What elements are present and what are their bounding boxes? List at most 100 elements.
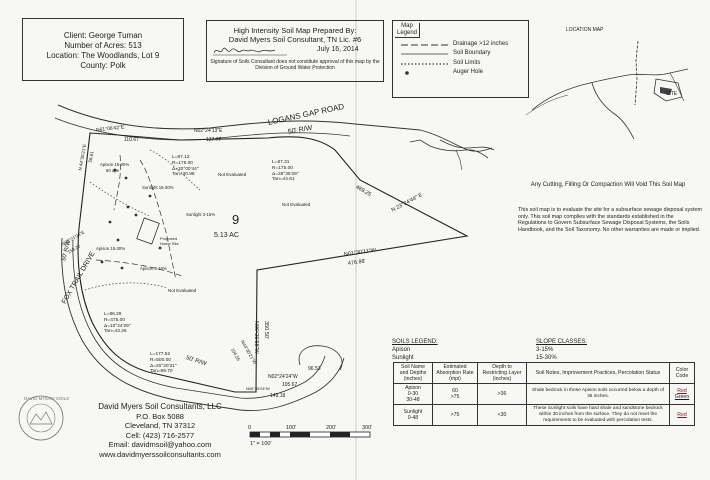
- bearing-21: N06°25'04"W: [246, 386, 270, 391]
- company-name: David Myers Soil Consultants, LLC: [98, 402, 222, 411]
- bearing-2: 110.67: [124, 137, 139, 143]
- soils-legend-apison: Apison: [392, 347, 411, 353]
- apison-note: Shale bedrock in these Apison soils occu…: [526, 383, 670, 405]
- slope-classes-heading: SLOPE CLASSES:: [536, 339, 588, 345]
- apison-depth-restrict: >36: [477, 383, 527, 405]
- soil-table: Soil Name and Depths (inches) Estimated …: [393, 362, 695, 426]
- bearing-10: 350.50': [263, 321, 269, 339]
- sunlight-color-1: Red: [677, 412, 687, 418]
- bearing-4: 137.77: [206, 137, 222, 143]
- county: County: Polk: [80, 61, 126, 70]
- header-depth: Depth to Restricting Layer (inches): [477, 362, 527, 384]
- sunlight-depth-1: 0-48: [407, 415, 419, 421]
- sample-sunlight-1: Sunlight 15-30%: [142, 185, 174, 190]
- curve-data-3: L=86.29 R=475.00 Δ=10°24'29" Tan=43.26: [104, 312, 131, 335]
- company-website[interactable]: www.davidmyerssoilconsultants.com: [99, 449, 221, 459]
- header-soil-name: Soil Name and Depths (inches): [393, 362, 433, 384]
- seal-text: DAVID MYERS SOILS: [24, 396, 70, 401]
- bearing-9: N06°25'58"W: [253, 321, 259, 354]
- location-map-title: LOCATION MAP: [566, 27, 604, 33]
- apison-depth-1: 0-30: [407, 391, 419, 397]
- company-city: Cleveland, TN 37312: [124, 421, 196, 430]
- curve-1-radius: R=175.00: [172, 160, 193, 166]
- curve-2-delta: Δ=28°35'29": [272, 171, 299, 177]
- map-legend: Map Legend Drainage >12 inches Soil Boun…: [392, 20, 529, 98]
- apison-rate-1: 60: [452, 388, 458, 394]
- bearing-11: N02°24'24"W: [268, 374, 298, 380]
- curve-1-delta: Δ=20°00'44": [172, 166, 199, 172]
- legend-item-auger-hole: Auger Hole: [453, 69, 484, 75]
- company-cell: Cell: (423) 716-2577: [125, 430, 195, 440]
- curve-data-1: L=87.12 R=175.00 Δ=20°00'44" Tan=30.88: [172, 155, 199, 178]
- not-evaluated-2: Not Evaluated: [282, 202, 311, 207]
- curve-3-radius: R=475.00: [104, 317, 125, 323]
- company-seal: [18, 395, 64, 441]
- curve-2-radius: R=175.00: [272, 165, 293, 171]
- curve-4-radius: R=500.00: [150, 357, 171, 363]
- curve-4-delta: Δ=20°20'31": [150, 363, 177, 369]
- location-map: [525, 40, 689, 140]
- map-title: High Intensity Soil Map Prepared By:: [233, 26, 357, 35]
- location: Location: The Woodlands, Lot 9: [46, 51, 160, 60]
- curve-data-4: L=177.52 R=500.00 Δ=20°20'31" Tan=89.70: [150, 352, 177, 375]
- proposed-home-label: Proposed Home Site: [160, 236, 179, 246]
- curve-3-tangent: Tan=43.26: [104, 329, 127, 335]
- apison-depth-2: 30-48: [406, 397, 420, 403]
- curve-2-length: L=87.31: [272, 160, 290, 165]
- curve-4-length: L=177.52: [150, 352, 171, 357]
- client-name: Client: George Tuman: [63, 31, 143, 40]
- scale-label-300: 300': [362, 425, 373, 431]
- curve-data-2: L=87.31 R=175.00 Δ=28°35'29" Tan=44.61: [272, 160, 299, 183]
- header-absorption: Estimated Absorption Rate (mpi): [432, 362, 478, 384]
- company-po-box: P.O. Box 5088: [136, 411, 184, 421]
- sample-sunlight-2: Sunlight 3-15%: [186, 212, 216, 217]
- legend-symbols: [401, 44, 448, 75]
- map-note: This soil map is to evaluate the site fo…: [518, 207, 702, 233]
- acreage: Number of Acres: 513: [64, 41, 142, 50]
- sample-apison-2: Apison 15-30%: [96, 246, 126, 251]
- apison-name: Apison: [405, 385, 421, 391]
- slope-class-2: 15-30%: [536, 355, 557, 361]
- apison-rate-cell: 60 >75: [432, 383, 478, 405]
- legend-item-drainage: Drainage >12 inches: [453, 41, 509, 47]
- legend-heading: Map Legend: [395, 23, 420, 38]
- company-contact: David Myers Soil Consultants, LLC P.O. B…: [80, 402, 240, 459]
- disclaimer: Signature of Soils Consultant does not c…: [210, 59, 380, 71]
- soils-legend: SOILS LEGEND: Apison Sunlight: [392, 338, 438, 362]
- scale-ratio: 1" = 100': [250, 441, 272, 447]
- company-email[interactable]: Email: davidmsoil@yahoo.com: [108, 440, 212, 449]
- scale-label-0: 0: [248, 425, 252, 431]
- bearing-3: N02°24'13"E: [194, 128, 223, 134]
- apison-name-cell: Apison 0-30 30-48: [393, 383, 433, 405]
- slope-class-1: 3-15%: [536, 347, 554, 353]
- bearing-12: 105.67: [282, 382, 298, 388]
- curve-4-tangent: Tan=89.70: [150, 369, 173, 375]
- soils-legend-sunlight: Sunlight: [392, 355, 414, 361]
- table-row: Apison 0-30 30-48 60 >75 >36 Shale bedro…: [393, 383, 695, 405]
- scale-label-100: 100': [286, 425, 297, 431]
- sample-ape: 60 ape: [106, 168, 120, 173]
- curve-3-length: L=86.29: [104, 312, 122, 317]
- sunlight-note: These Sunlight soils have hard shale and…: [526, 404, 670, 426]
- sunlight-color-cell: Red: [669, 404, 695, 426]
- scale-label-200: 200': [326, 425, 337, 431]
- curve-1-tangent: Tan=30.88: [172, 172, 195, 178]
- sunlight-name-cell: Sunlight 0-48: [393, 404, 433, 426]
- header-notes: Soil Notes, Improvement Practices, Perco…: [526, 362, 670, 384]
- sample-apison-1: Apison 15-30%: [100, 162, 130, 167]
- map-date: July 16, 2014: [317, 46, 359, 53]
- page-fold: [355, 0, 357, 480]
- sample-apison-3: Apison 3-15%: [140, 266, 167, 271]
- apison-color-2: Green: [674, 394, 690, 400]
- legend-item-soil-boundary: Soil Boundary: [453, 50, 491, 56]
- cutting-warning: Any Cutting, Filling Or Compaction Will …: [530, 182, 686, 188]
- lot-number: 9: [232, 212, 240, 227]
- title-box: High Intensity Soil Map Prepared By: Dav…: [206, 20, 384, 82]
- soils-legend-heading: SOILS LEGEND:: [392, 339, 438, 345]
- lot-acreage: 5.13 AC: [214, 232, 239, 239]
- sunlight-depth-restrict: <30: [477, 404, 527, 426]
- preparer: David Myers Soil Consultant, TN Lic. #6: [228, 35, 362, 44]
- signature-graphic: [213, 47, 287, 56]
